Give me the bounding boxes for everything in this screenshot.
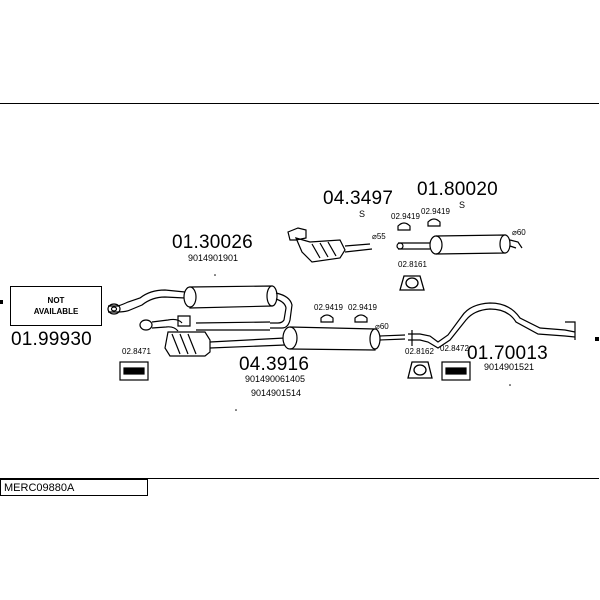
tail-pipe-01-70013 <box>408 302 576 349</box>
clamp-mid-a <box>320 314 334 323</box>
clamp-top-a <box>397 222 411 231</box>
frame-marker-right <box>595 337 599 341</box>
part-ref-01-30026: 9014901901 <box>188 253 239 263</box>
hanger-top-label: 02.8161 <box>398 260 427 269</box>
front-pipe-upper <box>107 285 293 329</box>
not-available-line2: AVAILABLE <box>33 307 79 316</box>
part-ref2-04-3916: 9014901514 <box>251 388 302 398</box>
dot-mark <box>214 274 216 276</box>
mounting-kit-right-icon <box>441 361 471 381</box>
hanger-mid-icon <box>407 361 433 379</box>
part-ref-01-70013: 9014901521 <box>484 362 535 372</box>
hanger-top-icon <box>399 275 425 291</box>
dot-mark <box>235 409 237 411</box>
clamp-top-b-label: 02.9419 <box>421 207 450 216</box>
front-pipe-lower <box>139 315 406 357</box>
frame-marker-left <box>0 300 3 304</box>
kit-left-label: 02.8471 <box>122 347 151 356</box>
diameter-60-rear-label: ⌀60 <box>512 228 526 237</box>
clamp-top-a-label: 02.9419 <box>391 212 420 221</box>
not-available-box: NOT AVAILABLE <box>10 286 102 326</box>
part-ref1-04-3916: 901490061405 <box>245 374 306 384</box>
hanger-mid-label: 02.8162 <box>405 347 434 356</box>
silencer-04-3497 <box>287 227 373 263</box>
part-number-01-70013: 01.70013 <box>467 343 548 364</box>
part-suffix-01-80020: S <box>459 200 466 210</box>
clamp-mid-b <box>354 314 368 323</box>
part-number-04-3916: 04.3916 <box>239 354 310 375</box>
mounting-kit-left-icon <box>119 361 149 381</box>
dot-mark <box>509 384 511 386</box>
not-available-line1: NOT <box>47 296 65 305</box>
diameter-55-label: ⌀55 <box>372 232 386 241</box>
part-number-01-30026: 01.30026 <box>172 232 253 253</box>
diagram-frame <box>0 103 599 479</box>
part-number-04-3497: 04.3497 <box>323 188 394 209</box>
clamp-top-b <box>427 218 441 227</box>
clamp-mid-a-label: 02.9419 <box>314 303 343 312</box>
silencer-01-80020 <box>396 234 523 255</box>
diameter-60-front-label: ⌀60 <box>375 322 389 331</box>
model-code: MERC09880A <box>4 482 75 494</box>
model-code-box: MERC09880A <box>0 479 148 496</box>
part-number-01-99930: 01.99930 <box>11 329 92 350</box>
clamp-mid-b-label: 02.9419 <box>348 303 377 312</box>
part-number-01-80020: 01.80020 <box>417 179 498 200</box>
part-suffix-04-3497: S <box>359 209 366 219</box>
kit-right-label: 02.8472 <box>440 344 469 353</box>
